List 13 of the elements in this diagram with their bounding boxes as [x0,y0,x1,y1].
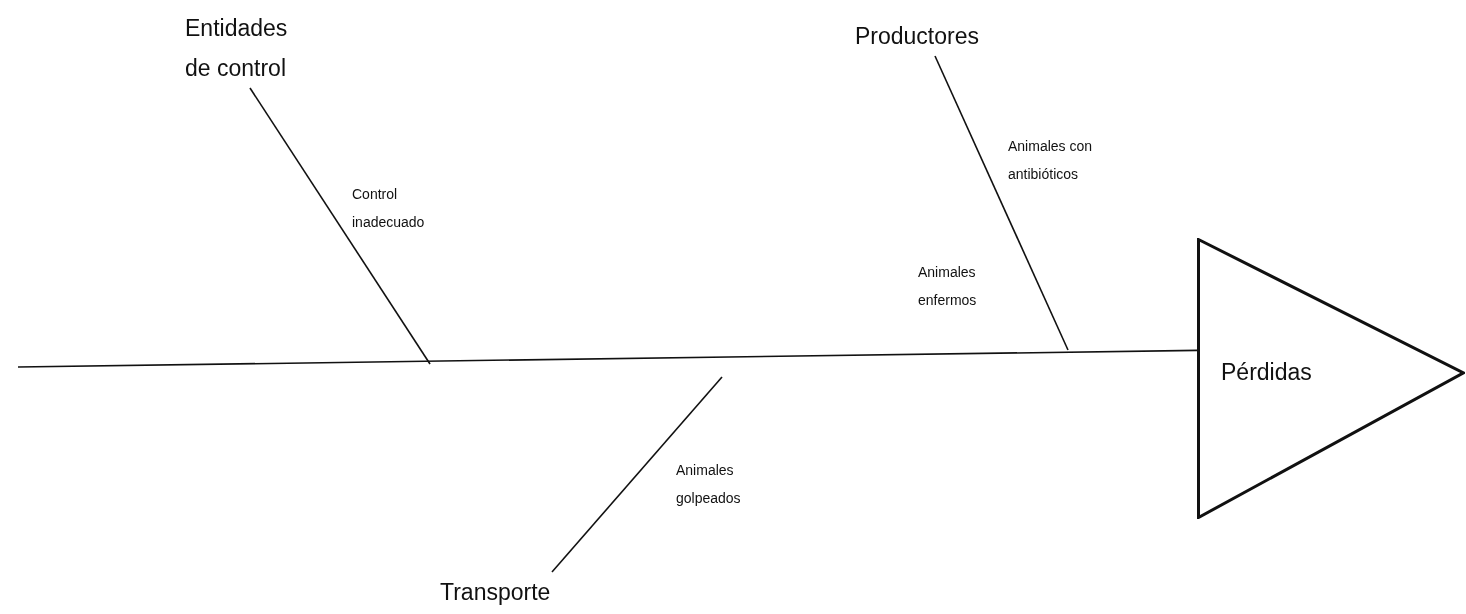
bone-line [249,87,431,365]
effect-triangle [1197,238,1465,519]
bone-line [551,376,723,573]
cause-label: Animales enfermos [918,263,978,310]
cause-label: Animales golpeados [676,461,742,508]
cause-label: Animales con antibióticos [1008,137,1094,184]
bone-line [934,55,1069,351]
category-label: Transporte [440,572,600,612]
cause-label: Control inadecuado [352,185,426,232]
category-label: Productores [855,16,1015,56]
category-label: Entidades de control [185,8,315,88]
fishbone-spine [17,349,1198,368]
effect-label: Pérdidas [1221,357,1312,387]
